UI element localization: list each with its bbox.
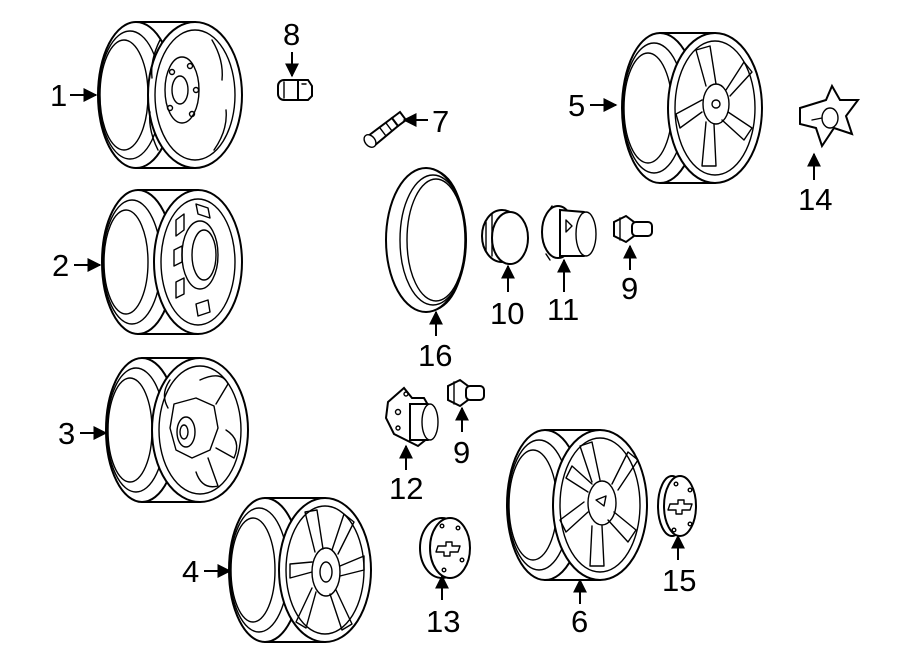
steel-wheel-3 (105, 357, 249, 503)
hub-cap (481, 209, 529, 265)
callout-13: 13 (426, 604, 460, 639)
callout-7: 7 (432, 104, 449, 139)
valve-stem (363, 110, 408, 148)
callout-4: 4 (182, 554, 199, 589)
callout-12: 12 (389, 471, 423, 506)
center-cap-retainer (384, 386, 439, 448)
aluminum-wheel-6 (506, 429, 648, 581)
center-cap-star (799, 83, 860, 149)
callout-9-lower: 9 (453, 435, 470, 470)
callout-11: 11 (547, 292, 579, 327)
lug-nut (277, 79, 313, 101)
trim-ring (385, 167, 467, 313)
wheel-lock-lower (447, 378, 485, 408)
steel-wheel-1 (97, 21, 243, 169)
center-cap-dome (541, 205, 597, 261)
callout-16: 16 (418, 338, 452, 373)
center-cap-emblem (657, 475, 697, 537)
steel-wheel-2 (101, 189, 243, 335)
callout-10: 10 (490, 296, 524, 331)
callout-9-upper: 9 (621, 271, 638, 306)
callout-5: 5 (568, 88, 585, 123)
callout-14: 14 (798, 182, 832, 217)
center-cap-bowtie (419, 517, 471, 579)
callout-3: 3 (58, 416, 75, 451)
callout-6: 6 (571, 604, 588, 639)
wheel-lock-upper (613, 214, 653, 244)
callout-1: 1 (50, 78, 67, 113)
callout-2: 2 (52, 248, 69, 283)
callout-15: 15 (662, 563, 696, 598)
aluminum-wheel-4 (228, 497, 372, 643)
aluminum-wheel-5 (621, 32, 763, 184)
callout-8: 8 (283, 17, 300, 52)
